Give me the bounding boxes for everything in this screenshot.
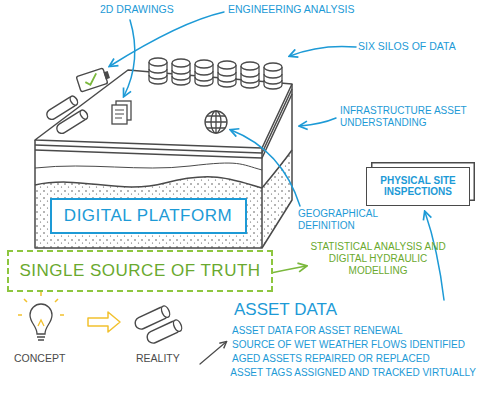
platform-slab: [35, 94, 292, 158]
pipes-icon: [79, 109, 89, 121]
data-silo-cylinders: [241, 73, 259, 83]
asset-note: AGED ASSETS REPAIRED OR REPLACED: [232, 353, 430, 365]
data-silo-cylinders: [195, 60, 213, 68]
data-silo-cylinders: [149, 58, 282, 89]
data-silo-cylinders: [264, 74, 282, 84]
document-icon: [112, 101, 131, 124]
data-silo-cylinders: [172, 70, 190, 80]
light-bulb-icon: [18, 292, 64, 315]
light-bulb-icon: [30, 304, 52, 334]
battery-icon: [76, 68, 108, 92]
data-silo-cylinders: [149, 58, 167, 66]
data-silo-cylinders: [149, 58, 167, 84]
dashed-truth-box: SINGLE SOURCE OF TRUTH: [7, 250, 273, 292]
pipes-icon: [69, 95, 79, 107]
data-silo-cylinders: [264, 63, 282, 89]
data-silo-cylinders: [218, 61, 236, 69]
pipes-icon: [45, 95, 89, 135]
asset-note: SOURCE OF WET WEATHER FLOWS IDENTIFIED: [232, 339, 465, 351]
callout-label: 2D DRAWINGS: [100, 3, 174, 16]
platform-slab: [35, 140, 262, 248]
leader-arrow: [300, 118, 336, 126]
data-silo-cylinders: [264, 63, 282, 71]
callout-label: GEOGRAPHICAL DEFINITION: [298, 208, 388, 232]
data-silo-cylinders: [218, 72, 236, 82]
pipes-icon: [55, 109, 89, 135]
asset-note: ASSET DATA FOR ASSET RENEWAL: [232, 325, 403, 337]
leader-arrow: [231, 130, 300, 206]
data-silo-cylinders: [172, 59, 190, 85]
box-text: SINGLE SOURCE OF TRUTH: [19, 261, 260, 281]
light-bulb-icon: [37, 337, 45, 340]
light-bulb-icon: [38, 320, 44, 326]
globe-icon: [205, 111, 227, 133]
data-silo-cylinders: [149, 69, 167, 79]
pipes-icon: [145, 319, 183, 345]
section-heading: ASSET DATA: [234, 300, 337, 320]
pipes-icon: [55, 109, 89, 135]
icon-caption: REALITY: [136, 352, 180, 365]
platform-slab: [262, 150, 292, 248]
data-silo-cylinders: [218, 61, 236, 87]
data-silo-cylinders: [241, 62, 259, 70]
data-silo-cylinders: [172, 59, 190, 67]
callout-label: ENGINEERING ANALYSIS: [228, 3, 354, 16]
leader-arrow: [124, 20, 135, 96]
light-bulb-icon: [18, 292, 64, 340]
transition-arrow: [88, 312, 120, 332]
platform-slab: [262, 84, 292, 248]
platform-slab: [35, 70, 292, 248]
platform-slab: [35, 177, 262, 188]
document-icon: [115, 110, 124, 118]
platform-box: DIGITAL PLATFORM: [50, 198, 247, 234]
pipes-icon: [172, 319, 183, 333]
transition-arrow: [88, 312, 120, 332]
globe-icon: [205, 111, 227, 133]
leader-arrow: [425, 212, 444, 300]
platform-slab: [35, 163, 262, 170]
inspection-box: PHYSICAL SITE INSPECTIONS: [366, 167, 470, 206]
data-silo-cylinders: [241, 62, 259, 88]
battery-icon: [76, 67, 110, 92]
data-silo-cylinders: [195, 60, 213, 86]
platform-slab: [35, 89, 292, 153]
icon-caption: CONCEPT: [14, 352, 65, 365]
pipes-icon: [160, 305, 171, 319]
callout-label: INFRASTRUCTURE ASSET UNDERSTANDING: [340, 105, 476, 129]
pipes-icon: [133, 305, 183, 345]
leader-arrow: [110, 12, 224, 66]
callout-label: STATISTICAL ANALYSIS AND DIGITAL HYDRAUL…: [310, 241, 446, 277]
platform-slab: [262, 150, 292, 188]
pipes-icon: [145, 319, 183, 345]
callout-label: SIX SILOS OF DATA: [358, 40, 456, 53]
box-text: PHYSICAL SITE INSPECTIONS: [375, 175, 461, 198]
platform-slab: [35, 177, 262, 248]
asset-note: ASSET TAGS ASSIGNED AND TRACKED VIRTUALL…: [230, 367, 476, 379]
globe-icon: [205, 111, 227, 133]
data-silo-cylinders: [195, 71, 213, 81]
leader-arrow: [290, 46, 356, 56]
document-icon: [112, 105, 127, 124]
leader-arrow: [200, 342, 226, 364]
leader-arrow: [200, 342, 226, 364]
box-text: DIGITAL PLATFORM: [64, 206, 232, 226]
battery-icon: [104, 72, 109, 79]
battery-icon: [84, 73, 99, 86]
